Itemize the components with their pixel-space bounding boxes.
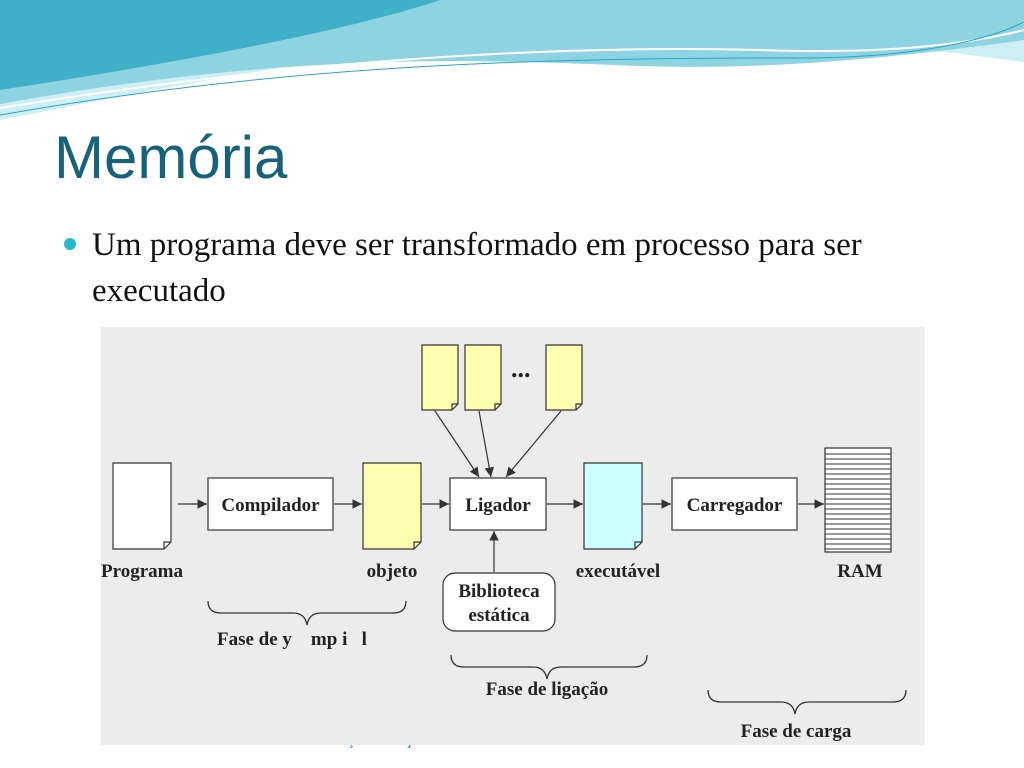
- ram-label: RAM: [837, 561, 882, 582]
- loader-box: [671, 477, 798, 531]
- compiler-box: [207, 477, 334, 531]
- process-diagram: ... Compilador Ligador Carregador Biblio…: [101, 327, 925, 745]
- object-doc: [362, 462, 422, 550]
- wave-dark: [0, 0, 440, 90]
- static-library-label-line1: Biblioteca: [458, 581, 540, 602]
- wave-streak: [0, 29, 1024, 109]
- more-libraries-ellipsis: ...: [511, 354, 531, 383]
- compile-phase-label: Fase de y mp i l: [217, 629, 367, 650]
- background-waves: [0, 0, 1024, 120]
- arrow-library2-to-linker: [478, 410, 495, 478]
- slide-title: Memória: [54, 124, 288, 191]
- bullet-text: Um programa deve ser transformado em pro…: [92, 227, 862, 309]
- static-library-label-line2: estática: [468, 605, 530, 626]
- diagram-background: [101, 327, 925, 745]
- ram-block: [824, 447, 892, 553]
- executable-doc: [583, 462, 643, 550]
- static-library-box: [442, 572, 556, 632]
- compiler-label: Compilador: [221, 495, 320, 516]
- linker-box: [449, 477, 547, 531]
- compile-phase-brace: [207, 600, 407, 626]
- program-doc: [112, 462, 172, 550]
- executable-label: executável: [576, 561, 660, 582]
- wave-streak-thin: [0, 21, 1024, 116]
- object-label: objeto: [367, 561, 418, 582]
- arrow-library3-to-linker: [505, 410, 562, 478]
- linker-label: Ligador: [465, 495, 531, 516]
- library-doc-3: [545, 344, 583, 411]
- library-doc-2: [464, 344, 502, 411]
- loader-label: Carregador: [687, 495, 783, 516]
- library-doc-1: [421, 344, 459, 411]
- bullet-marker: [64, 238, 76, 250]
- link-phase-brace: [450, 654, 648, 680]
- arrow-library1-to-linker: [434, 410, 480, 478]
- load-phase-label: Fase de carga: [741, 721, 852, 742]
- link-phase-label: Fase de ligação: [486, 679, 608, 700]
- load-phase-brace: [707, 689, 907, 715]
- program-label: Programa: [101, 561, 183, 582]
